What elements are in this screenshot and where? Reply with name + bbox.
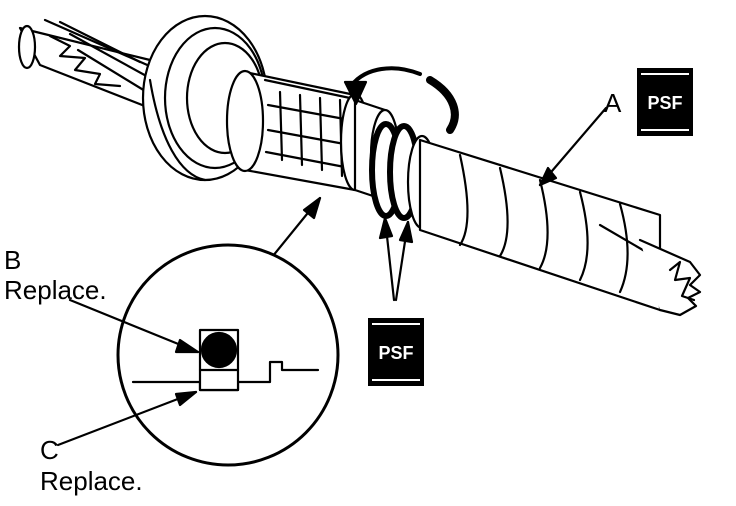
seal-leaders — [378, 216, 414, 302]
callout-c-letter: C — [40, 435, 59, 465]
input-shaft — [418, 138, 702, 317]
callout-b-letter: B — [4, 245, 22, 275]
callout-a-letter: A — [604, 88, 622, 118]
psf-badge-a: PSF — [637, 68, 693, 136]
callout-c-leader — [56, 390, 198, 447]
callout-c-note: Replace. — [40, 466, 143, 496]
svg-text:PSF: PSF — [647, 93, 682, 113]
pinion-shaft — [17, 18, 172, 112]
detail-circle — [116, 243, 340, 467]
svg-text:PSF: PSF — [378, 343, 413, 363]
o-ring-section — [200, 331, 238, 369]
callout-b-note: Replace. — [4, 275, 107, 305]
psf-badge-seals: PSF — [368, 318, 424, 386]
rotation-arrows — [343, 66, 459, 134]
callout-b-leader — [68, 298, 200, 354]
